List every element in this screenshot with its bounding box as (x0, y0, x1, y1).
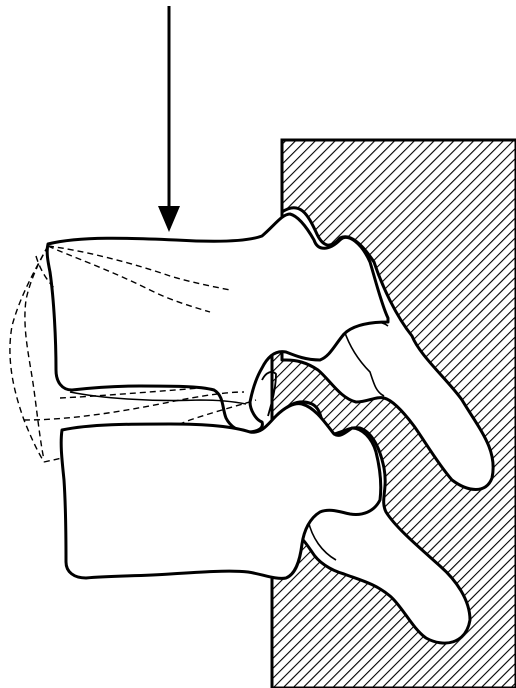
load-arrow (158, 6, 180, 232)
